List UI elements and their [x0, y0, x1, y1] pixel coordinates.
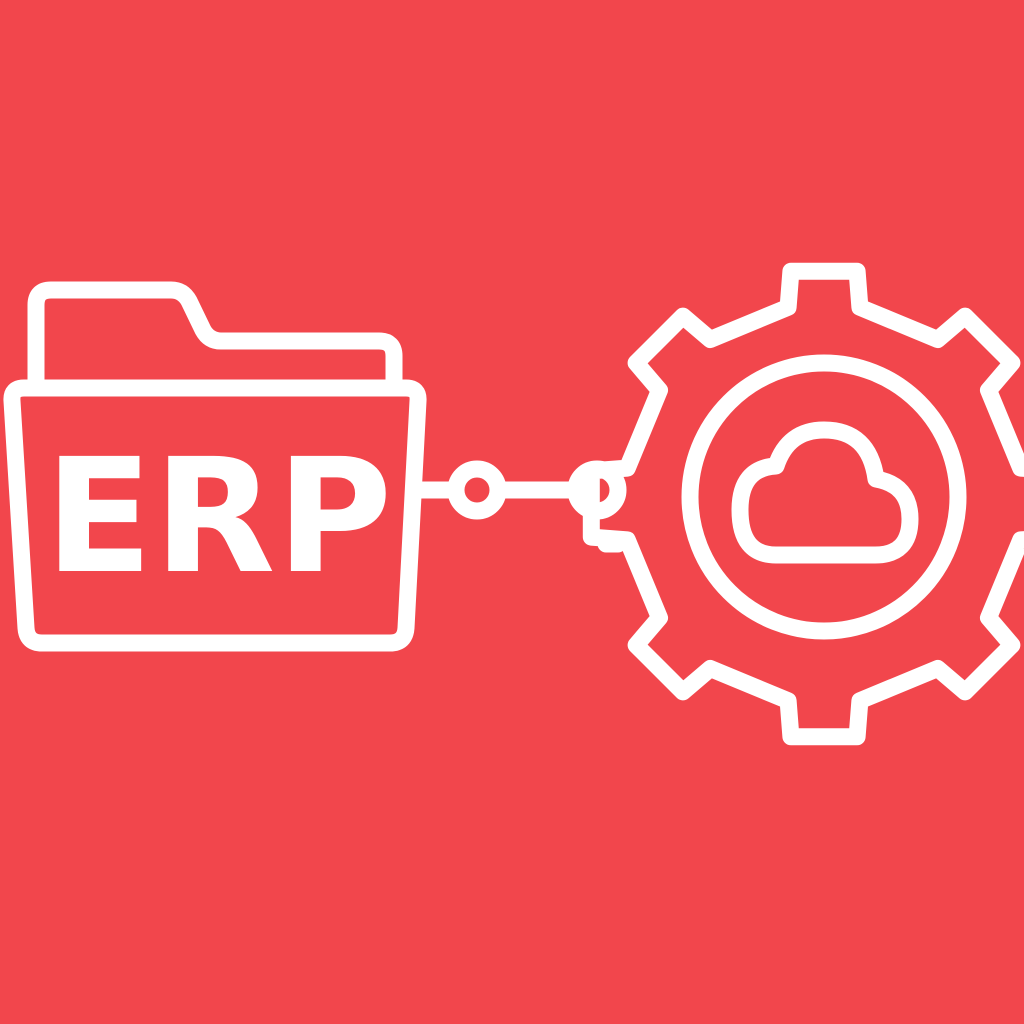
gear-icon [582, 262, 1024, 746]
cloud-outline [731, 421, 919, 564]
cloud-icon [731, 421, 919, 564]
folder-icon: ERP [3, 281, 427, 652]
folder-back-outline [27, 281, 403, 389]
gear-inner-ring [681, 354, 967, 640]
folder-front-outline [3, 379, 427, 652]
folder-label: ERP [45, 425, 393, 609]
gear-outline [582, 262, 1024, 746]
